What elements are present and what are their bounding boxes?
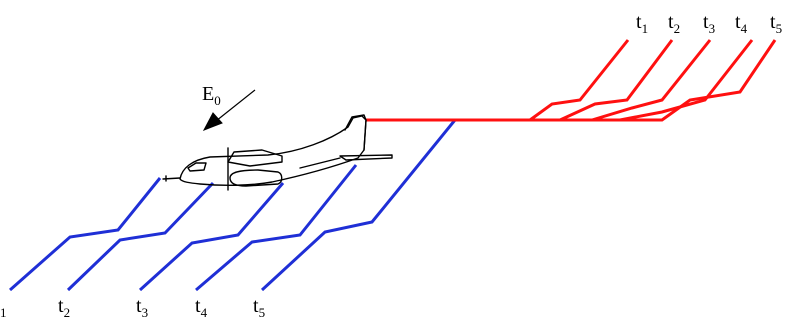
red-path-5: [530, 39, 777, 122]
top-time-labels: t1 t2 t3 t4 t5: [636, 11, 782, 36]
blue-discharge-paths: [9, 119, 457, 292]
field-arrow-shaft: [215, 89, 256, 122]
blue-path-1: [9, 177, 162, 292]
field-label: E0: [202, 83, 221, 108]
aircraft-engine: [229, 169, 283, 187]
bottom-time-label: t5: [253, 295, 265, 320]
bottom-time-label: t3: [136, 295, 148, 320]
field-arrow: [202, 89, 256, 131]
red-path-1: [529, 39, 630, 122]
top-time-label: t1: [636, 11, 648, 36]
aircraft: [162, 114, 393, 191]
top-time-label: t4: [735, 11, 748, 36]
bottom-time-label: 1: [0, 305, 7, 320]
blue-path-5: [260, 119, 457, 292]
red-path-4: [619, 39, 754, 122]
red-discharge-paths: [366, 39, 777, 122]
aircraft-fuselage: [179, 115, 367, 187]
bottom-time-labels: 1 t2 t3 t4 t5: [0, 295, 265, 320]
blue-path-2: [66, 181, 215, 292]
blue-path-4: [195, 164, 358, 292]
bottom-time-label: t4: [195, 295, 208, 320]
bottom-time-label: t2: [58, 295, 70, 320]
red-path-3: [591, 39, 712, 122]
aircraft-horizontal-tail: [339, 154, 393, 161]
field-symbol: E: [202, 83, 214, 105]
blue-path-3: [138, 182, 285, 292]
top-time-label: t5: [770, 11, 782, 36]
top-time-label: t3: [703, 11, 715, 36]
field-subscript: 0: [214, 93, 221, 108]
top-time-label: t2: [668, 11, 680, 36]
aircraft-cockpit: [187, 162, 207, 172]
aircraft-vertical-tail: [344, 114, 367, 151]
field-arrowhead: [202, 112, 223, 131]
aircraft-wing: [227, 149, 283, 167]
red-path-2: [559, 39, 674, 122]
